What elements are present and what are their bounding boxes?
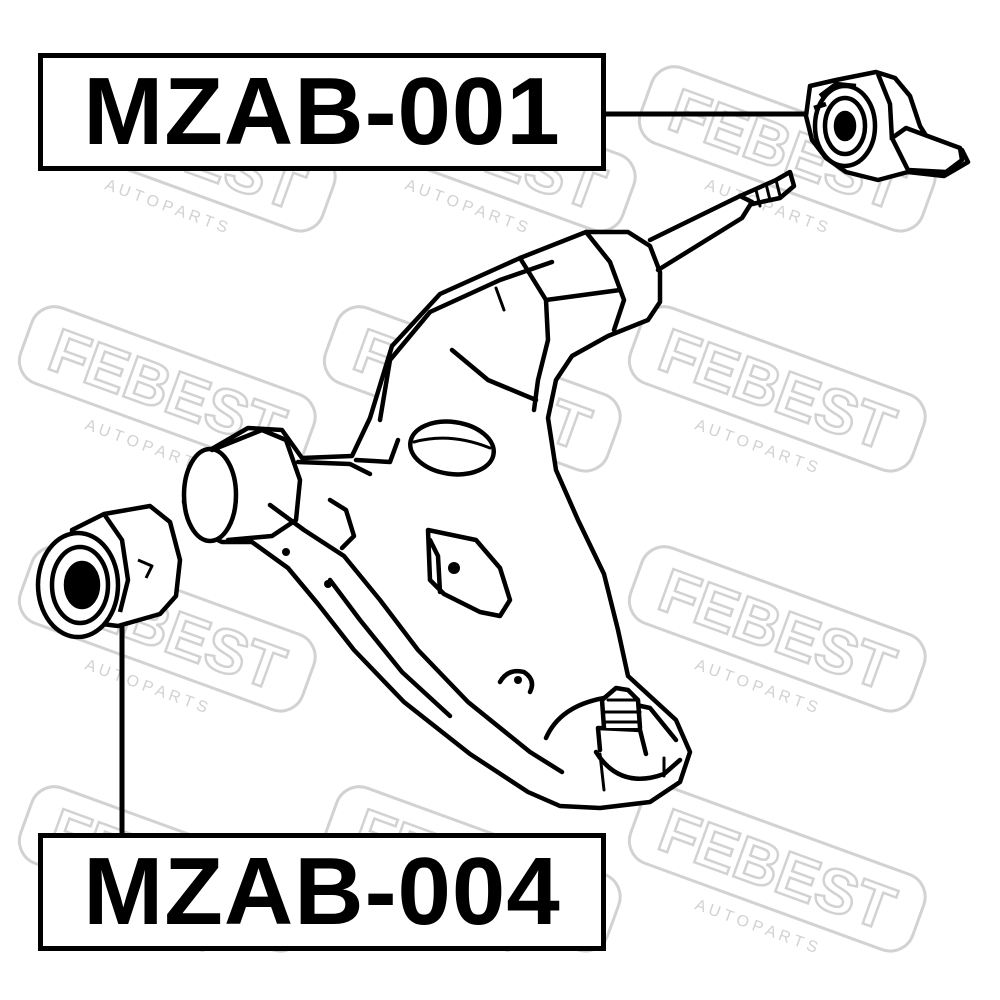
watermark-frame [637,65,937,233]
control-arm-drawing [181,169,797,811]
bushing-mzab-001-drawing [803,69,971,183]
part-number-label-bottom: MZAB-004 [38,833,606,951]
watermark-brand: FEBEST [650,556,904,705]
watermark-brand: FEBEST [650,316,904,465]
leader-lines [119,111,812,834]
watermark-frame [17,305,317,473]
watermark-frame [627,545,927,713]
watermark-brand: FEBEST [650,796,904,945]
bushing-mzab-004-drawing [35,503,183,640]
watermark-frame [627,785,927,953]
part-number-label-top: MZAB-001 [38,53,606,171]
watermark-frame [17,545,317,713]
watermark-frame [627,305,927,473]
